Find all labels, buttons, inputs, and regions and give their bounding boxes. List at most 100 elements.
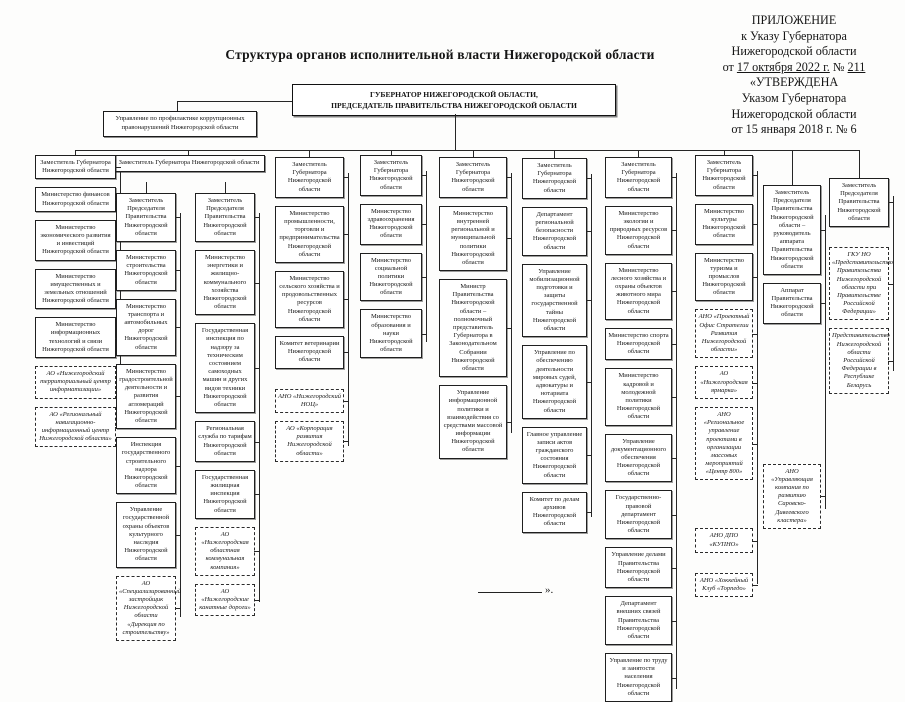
org-column-2a: Заместитель Председателя Правительства Н…: [116, 193, 181, 641]
annotation-line: Нижегородской области: [731, 44, 857, 59]
org-box: Министерство экологии и природных ресурс…: [605, 205, 677, 255]
org-box: Управление мобилизационной подготовки и …: [522, 263, 592, 338]
org-column-5: Заместитель Губернатора Нижегородской об…: [439, 157, 512, 459]
column-header-deputy-governor-2: Заместитель Губернатора Нижегородской об…: [113, 155, 265, 172]
annotation-line: ПРИЛОЖЕНИЕ: [751, 13, 837, 27]
column-header-deputy-chairman: Заместитель Председателя Правительства Н…: [195, 193, 260, 242]
connector-spine: [120, 171, 121, 426]
org-box: АО «Нижегородская ярмарка»: [695, 366, 758, 399]
org-box: Инспекция государственного строительного…: [116, 437, 181, 495]
annotation-line: «УТВЕРЖДЕНА: [749, 75, 839, 90]
column-header-deputy-chairman: Заместитель Председателя Правительства Н…: [116, 193, 181, 242]
connector-line: [724, 150, 725, 155]
annotation-line: Нижегородской области: [731, 106, 857, 121]
connector-spine: [511, 173, 512, 433]
org-box: Министерство строительства Нижегородской…: [116, 249, 181, 291]
org-box: Министерство промышленности, торговли и …: [275, 205, 349, 263]
connector-line: [859, 150, 860, 178]
connector-line: [188, 150, 189, 155]
org-box: Министерство финансов Нижегородской обла…: [35, 187, 121, 212]
org-box: ГКУ НО «Представительство Правительства …: [829, 246, 894, 321]
org-box: Министерство энергетики и жилищно-коммун…: [195, 249, 260, 316]
org-box: АНО ДПО «КУПНО»: [695, 528, 758, 553]
org-box: Управление по обеспечению деятельности м…: [522, 345, 592, 419]
org-box: Управление документационного обеспечения…: [605, 433, 677, 483]
org-box: Министерство внутренней региональной и м…: [439, 205, 512, 272]
connector-line: [225, 182, 226, 193]
org-box: Управление делами Правительства Нижегоро…: [605, 547, 677, 589]
org-box: Управление по труду и занятости населени…: [605, 653, 677, 702]
org-box: АНО «Региональное управление проектами в…: [695, 406, 758, 481]
org-box: Министерство кадровой и молодежной полит…: [605, 368, 677, 426]
column-header-deputy-governor-1: Заместитель Губернатора Нижегородской об…: [35, 155, 121, 180]
org-box: Министерство культуры Нижегородской обла…: [695, 203, 758, 245]
org-column-10: Заместитель Председателя Правительства Н…: [829, 178, 894, 394]
column-header-deputy-governor-7: Заместитель Губернатора Нижегородской об…: [605, 157, 677, 198]
org-box: Министр Правительства Нижегородской обла…: [439, 279, 512, 378]
connector-spine: [426, 171, 427, 343]
annotation-line: Указом Губернатора: [741, 91, 847, 106]
org-box: Государственная жилищная инспекция Нижег…: [195, 469, 260, 519]
connector-line: [638, 150, 639, 157]
connector-line: [455, 114, 456, 150]
org-box: Министерство туризма и промыслов Нижегор…: [695, 252, 758, 302]
org-box: Министерство образования и науки Нижегор…: [360, 309, 427, 359]
connector-spine: [757, 171, 758, 585]
connector-spine: [825, 215, 826, 509]
org-box: Департамент внешних связей Правительства…: [605, 596, 677, 646]
org-box: АО «Нижегородские канатные дороги»: [195, 583, 260, 617]
org-box: Аппарат Правительства Нижегородской обла…: [763, 282, 826, 324]
org-column-4: Заместитель Губернатора Нижегородской об…: [360, 155, 427, 359]
org-box: Министерство лесного хозяйства и охраны …: [605, 262, 677, 320]
org-box: АНО «Управляющая компания по развитию Са…: [763, 463, 826, 529]
connector-line: [309, 150, 310, 157]
connector-line: [177, 101, 292, 102]
org-box: Министерство информационных технологий и…: [35, 317, 121, 358]
connector-line: [792, 150, 793, 185]
org-box: Комитет ветеринарии Нижегородской област…: [275, 336, 349, 369]
org-box: Государственная инспекция по надзору за …: [195, 323, 260, 414]
page-title: Структура органов исполнительной власти …: [225, 47, 655, 62]
decree-annotation: ПРИЛОЖЕНИЕ к Указу Губернатора Нижегород…: [686, 13, 902, 138]
org-box: Министерство здравоохранения Нижегородск…: [360, 203, 427, 245]
decree-number: 211: [847, 59, 866, 74]
connector-spine: [676, 173, 677, 689]
org-column-7: Заместитель Губернатора Нижегородской об…: [605, 157, 677, 702]
org-box: Управление государственной охраны объект…: [116, 502, 181, 568]
org-column-1: Заместитель Губернатора Нижегородской об…: [35, 155, 121, 448]
org-box: АО «Корпорация развития Нижегородской об…: [275, 420, 349, 462]
annotation-line: от 15 января 2018 г. № 6: [731, 122, 857, 137]
column-header-deputy-governor-6: Заместитель Губернатора Нижегородской об…: [522, 158, 592, 199]
org-box: Главное управление записи актов гражданс…: [522, 426, 592, 484]
org-box: АО «Специализированный застройщик Нижего…: [116, 575, 181, 641]
governor-box: ГУБЕРНАТОР НИЖЕГОРОДСКОЙ ОБЛАСТИ, ПРЕДСЕ…: [292, 84, 616, 116]
annotation-line: к Указу Губернатора: [741, 28, 847, 43]
connector-trunk: [75, 150, 859, 151]
org-column-3: Заместитель Губернатора Нижегородской об…: [275, 157, 349, 462]
org-box: Министерство экономического развития и и…: [35, 219, 121, 261]
org-box: Министерство спорта Нижегородской област…: [605, 327, 677, 361]
connector-line: [554, 150, 555, 158]
org-box: АО «Нижегородский территориальный центр …: [35, 366, 121, 399]
column-header-deputy-chairman-10: Заместитель Председателя Правительства Н…: [829, 178, 894, 227]
connector-line: [146, 182, 147, 193]
column-header-deputy-governor-8: Заместитель Губернатора Нижегородской об…: [695, 155, 758, 196]
column-header-deputy-governor-5: Заместитель Губернатора Нижегородской об…: [439, 157, 512, 198]
org-box: Министерство транспорта и автомобильных …: [116, 298, 181, 356]
connector-spine: [180, 213, 181, 617]
connector-spine: [893, 196, 894, 371]
anticorruption-box: Управление по профилактике коррупционных…: [103, 111, 257, 137]
org-box: Министерство социальной политики Нижегор…: [360, 252, 427, 302]
closing-underline: [478, 592, 542, 593]
connector-spine: [348, 173, 349, 446]
closing-quote-mark: ».: [545, 584, 554, 596]
org-column-9: Заместитель Председателя Правительства Н…: [763, 185, 826, 529]
connector-line: [391, 150, 392, 155]
org-column-8: Заместитель Губернатора Нижегородской об…: [695, 155, 758, 598]
org-box: Министерство градостроительной деятельно…: [116, 363, 181, 430]
org-box: Представительство Нижегородской области …: [829, 328, 894, 394]
connector-line: [177, 101, 178, 111]
column-header-deputy-governor-4: Заместитель Губернатора Нижегородской об…: [360, 155, 427, 196]
org-box: Государственно-правовой департамент Ниже…: [605, 490, 677, 540]
org-box: АНО «Проектный Офис Стратегии Развития Н…: [695, 309, 758, 359]
